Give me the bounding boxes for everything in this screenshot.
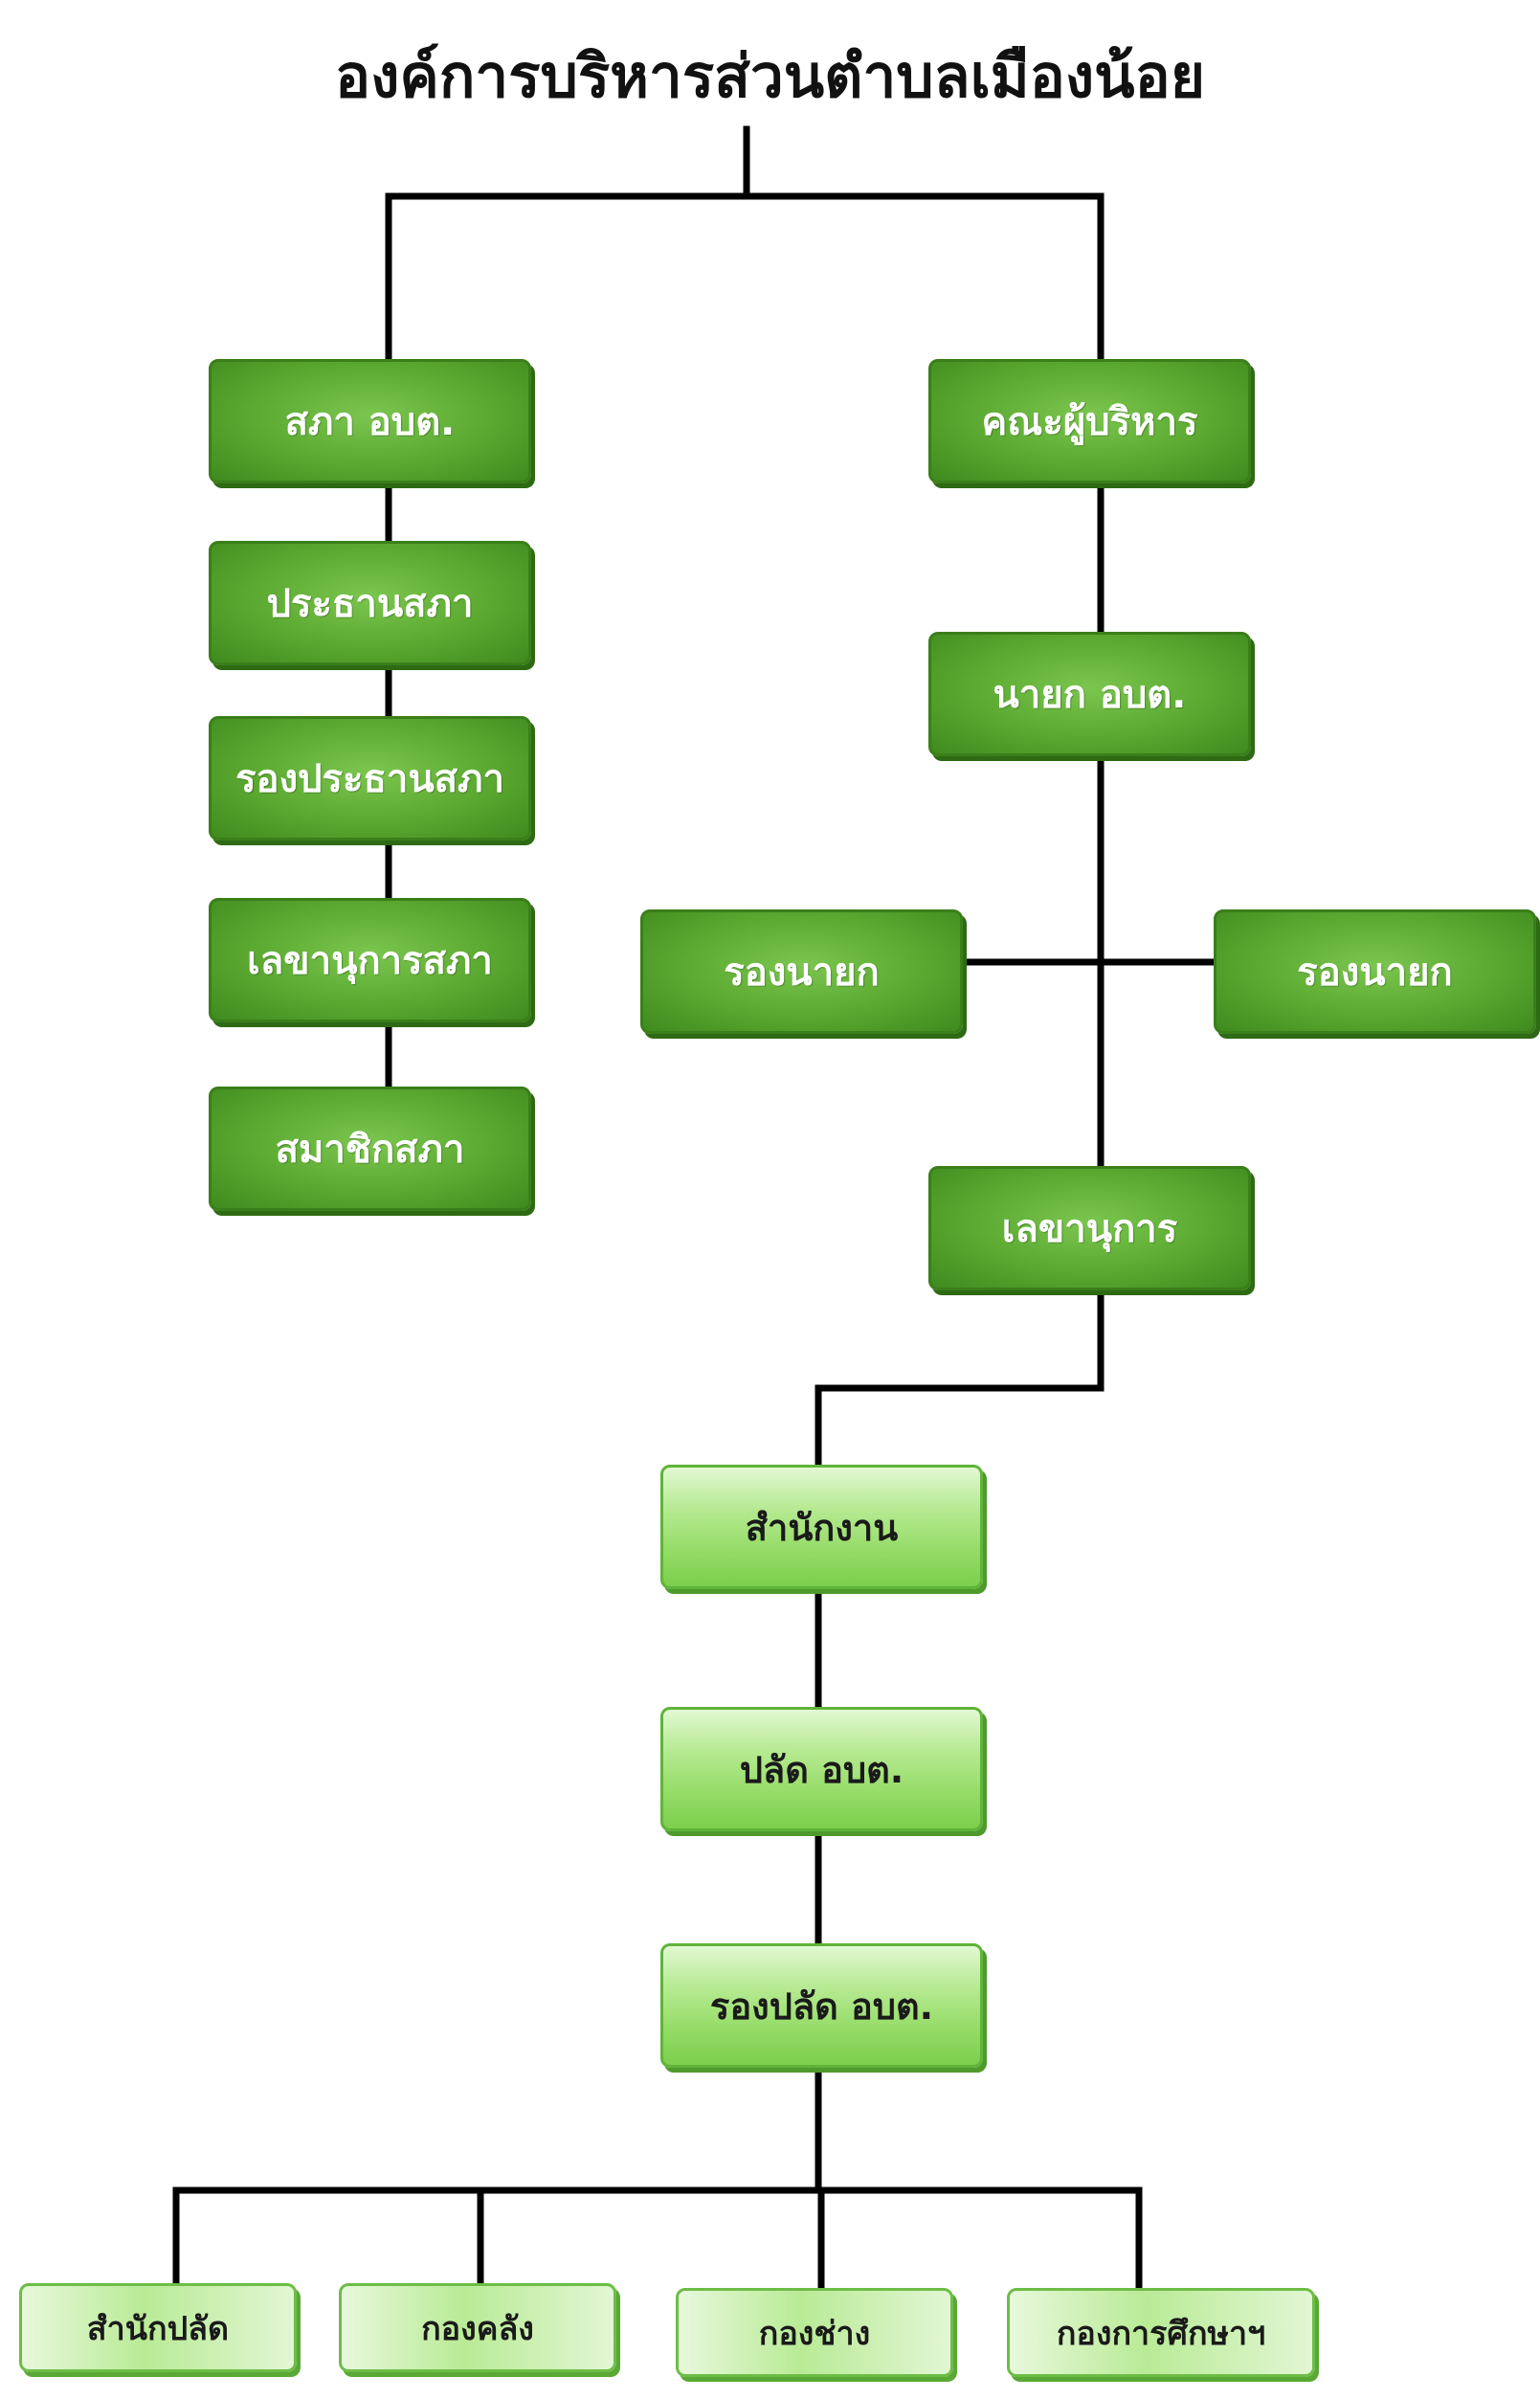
page-title: องค์การบริหารส่วนตำบลเมืองน้อย (334, 41, 1206, 111)
department-box: สำนักปลัด (19, 2283, 297, 2372)
department-box: กองคลัง (339, 2283, 616, 2372)
mayor-box: นายก อบต. (928, 632, 1251, 756)
department-box: กองการศึกษาฯ (1007, 2288, 1315, 2377)
council-chairman-box: ประธานสภา (209, 541, 531, 665)
deputy-mayor-left-box: รองนายก (640, 909, 963, 1034)
department-box: กองช่าง (676, 2288, 953, 2377)
executive-secretary-box: เลขานุการ (928, 1166, 1251, 1290)
office-box: สำนักงาน (660, 1465, 983, 1589)
deputy-mayor-right-box: รองนายก (1214, 909, 1536, 1034)
council-box: สภา อบต. (209, 359, 531, 483)
deputy-clerk-box: รองปลัด อบต. (660, 1943, 983, 2068)
executive-box: คณะผู้บริหาร (928, 359, 1251, 483)
council-vice-chairman-box: รองประธานสภา (209, 716, 531, 841)
clerk-box: ปลัด อบต. (660, 1707, 983, 1831)
council-members-box: สมาชิกสภา (209, 1087, 531, 1211)
council-secretary-box: เลขานุการสภา (209, 898, 531, 1022)
